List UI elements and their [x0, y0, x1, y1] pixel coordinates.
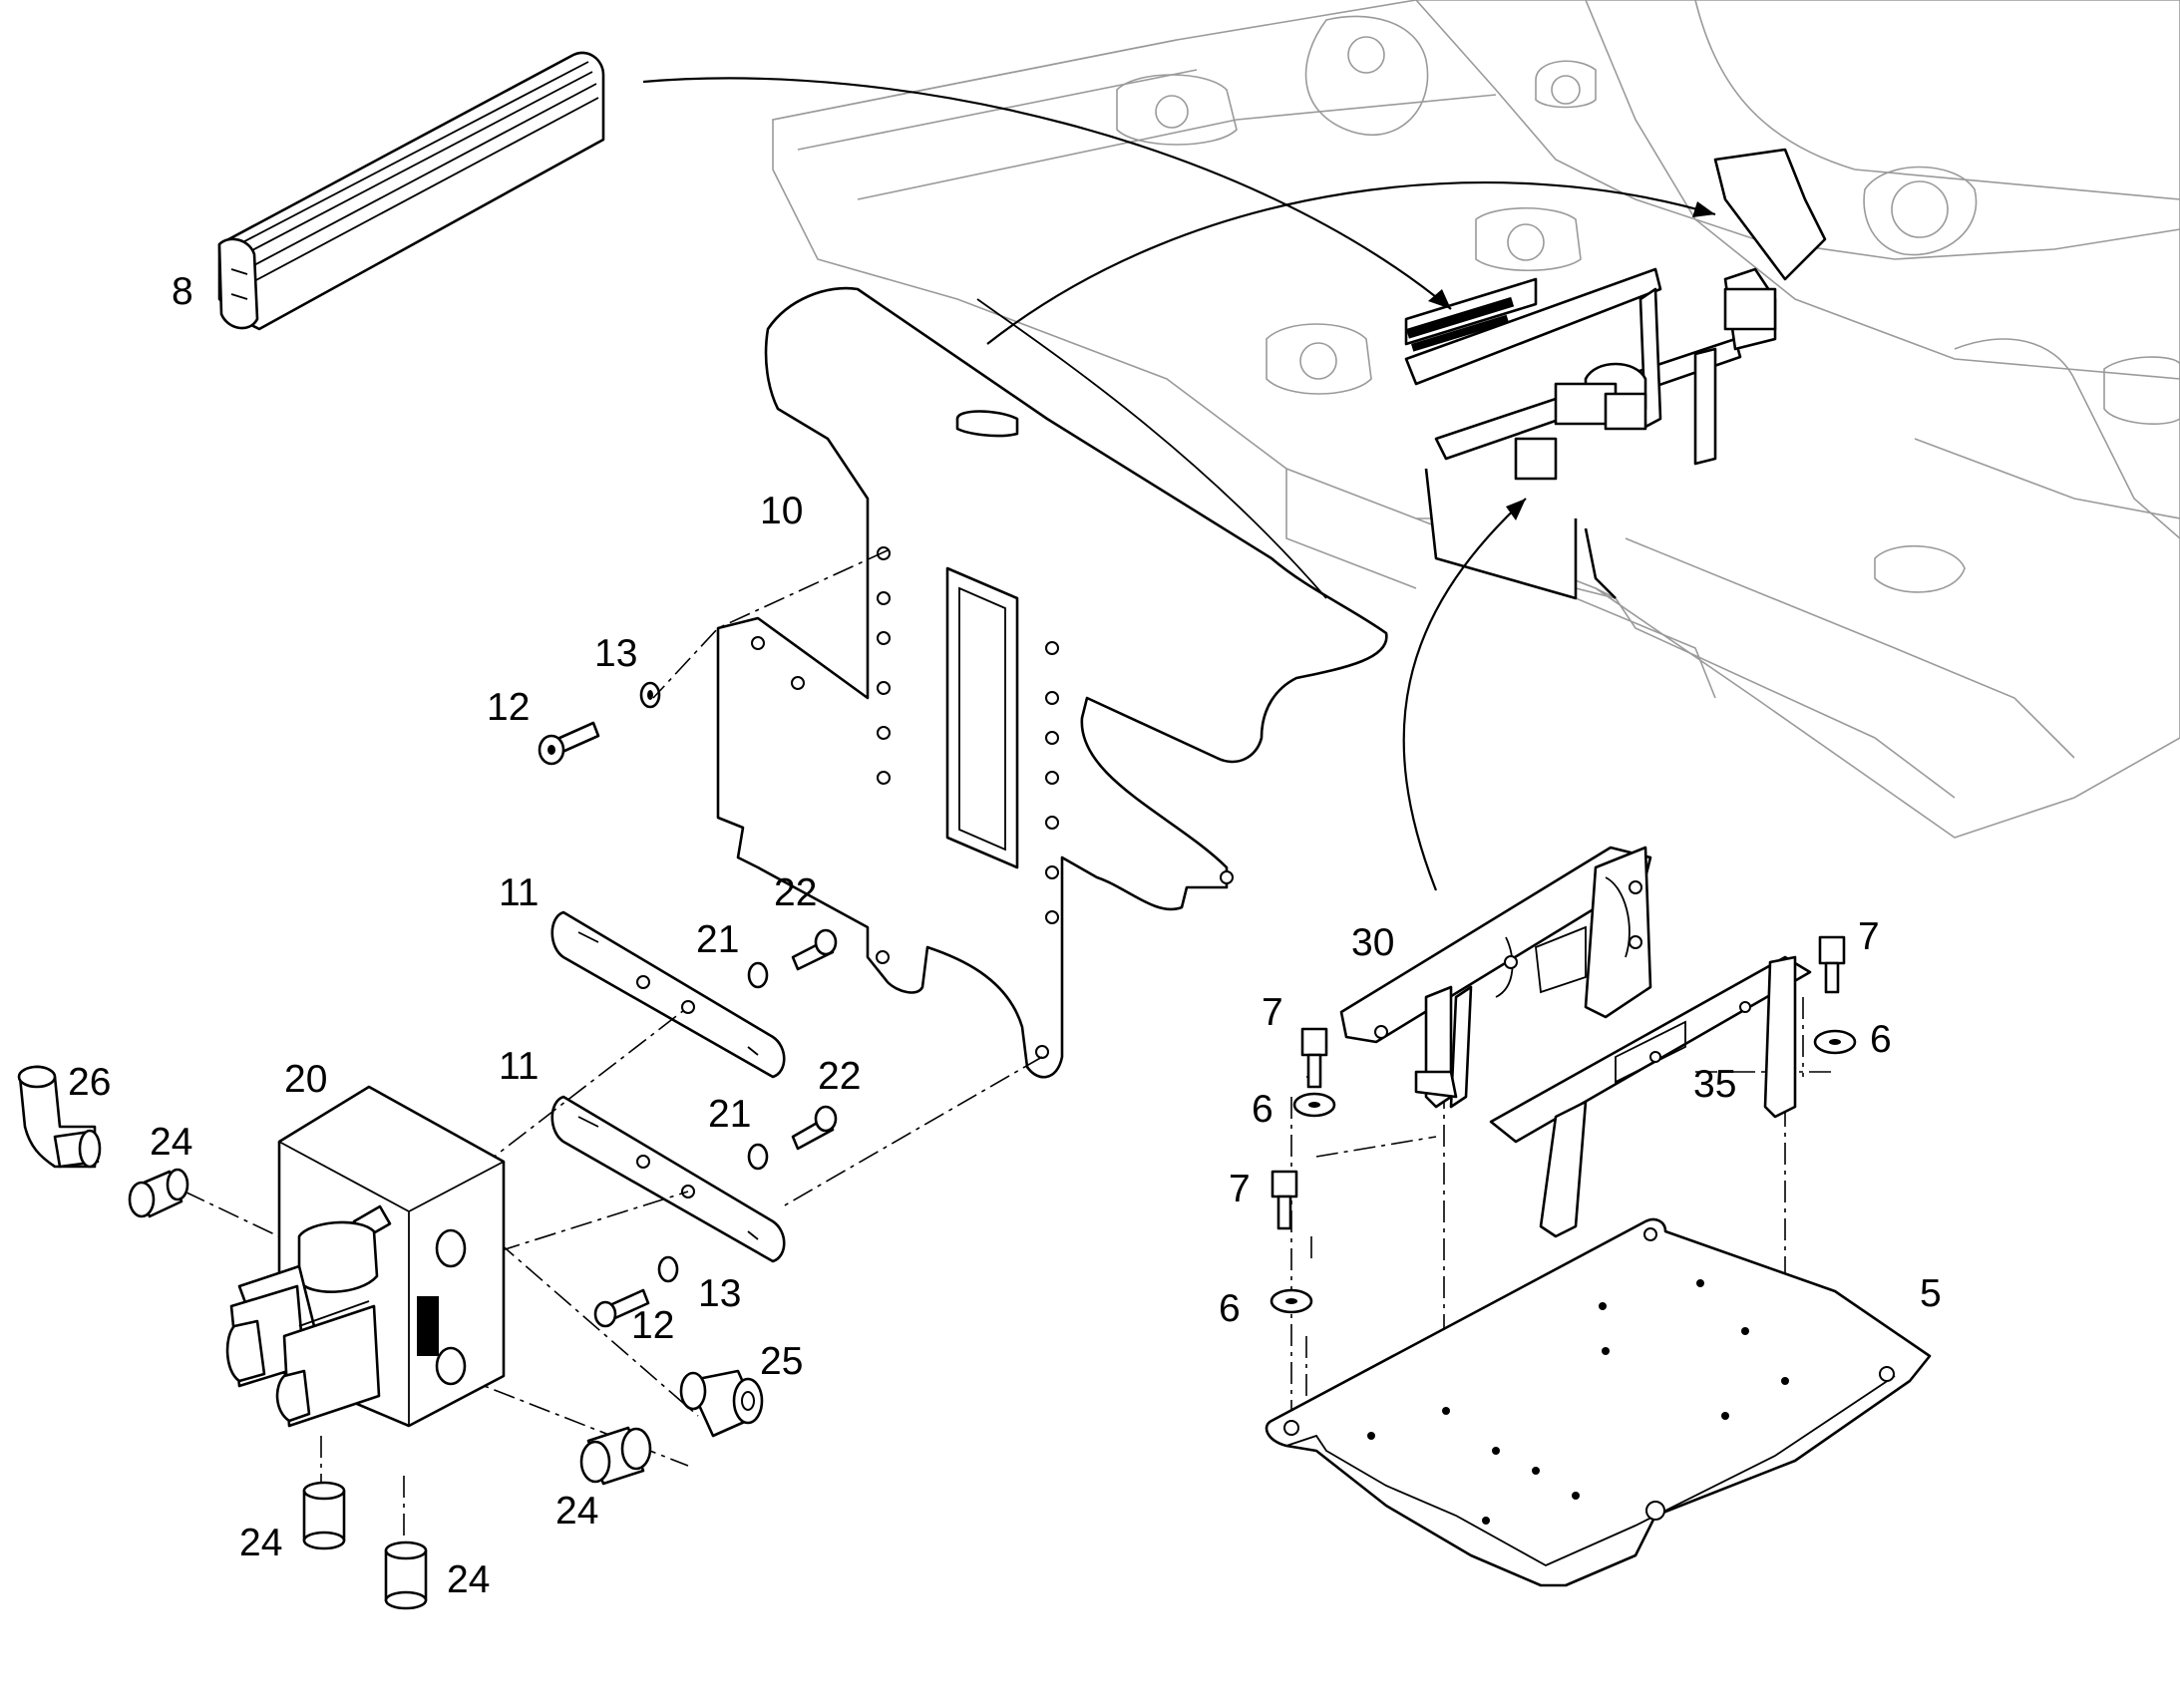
- callout-30: 30: [1351, 921, 1394, 964]
- callout-11: 11: [499, 1045, 540, 1088]
- washer-21-upper: [747, 961, 769, 989]
- bolt-7-lower: [1271, 1170, 1298, 1230]
- location-arrows: [642, 77, 1716, 891]
- machine-frame: [772, 0, 2180, 839]
- valve-block-part: [225, 1085, 506, 1428]
- washer-6-lower: [1270, 1288, 1313, 1314]
- callout-7: 7: [1262, 991, 1283, 1034]
- callout-13: 13: [594, 632, 637, 675]
- screw-22-lower: [791, 1105, 838, 1151]
- base-plate-5-part: [1265, 1217, 1932, 1587]
- straight-fitting-part: [679, 1369, 764, 1438]
- screw-12-upper: [538, 721, 600, 766]
- nipple-24-left: [128, 1168, 189, 1218]
- callout-6: 6: [1219, 1287, 1241, 1330]
- installed-valve-assembly: [1404, 148, 1827, 600]
- callout-8: 8: [172, 270, 193, 313]
- callout-21: 21: [708, 1093, 751, 1136]
- callout-12: 12: [487, 686, 530, 729]
- bolt-7-right: [1818, 935, 1846, 994]
- callout-24: 24: [239, 1522, 282, 1564]
- callout-22: 22: [774, 871, 817, 914]
- callout-24: 24: [555, 1490, 598, 1533]
- clamp-strip-11-lower: [550, 1095, 786, 1263]
- callout-12: 12: [631, 1304, 674, 1347]
- cover-plate-part: [716, 286, 1388, 1079]
- elbow-fitting-part: [17, 1065, 102, 1169]
- screw-22-upper: [791, 928, 838, 971]
- callout-21: 21: [696, 918, 739, 961]
- callout-11: 11: [499, 871, 540, 914]
- edge-trim-part: [217, 51, 605, 331]
- callout-7: 7: [1229, 1168, 1251, 1210]
- screw-12-lower: [593, 1288, 650, 1328]
- support-frame-35-part: [1489, 955, 1812, 1238]
- callout-5: 5: [1920, 1272, 1942, 1315]
- callout-6: 6: [1870, 1018, 1892, 1061]
- callout-6: 6: [1252, 1088, 1273, 1131]
- washer-13-lower: [657, 1255, 679, 1283]
- washer-13-upper: [639, 681, 661, 709]
- callout-10: 10: [760, 490, 803, 532]
- nipple-24-bottom-center: [384, 1540, 428, 1610]
- support-frame-30-part: [1339, 846, 1652, 1109]
- callout-25: 25: [760, 1340, 803, 1383]
- washer-21-lower: [747, 1143, 769, 1171]
- callout-24: 24: [150, 1121, 192, 1164]
- callout-22: 22: [818, 1055, 861, 1098]
- callout-20: 20: [284, 1058, 327, 1101]
- callout-labels: 5 6 6 6 7 7 7 8 10 11 11 12 12 13 13 20 …: [68, 270, 1942, 1601]
- callout-24: 24: [447, 1558, 490, 1601]
- nipple-24-bottom-left: [302, 1481, 346, 1550]
- callout-7: 7: [1858, 915, 1880, 958]
- callout-26: 26: [68, 1061, 111, 1104]
- callout-35: 35: [1693, 1063, 1736, 1106]
- washer-6-right: [1813, 1029, 1857, 1055]
- clamp-strip-11-upper: [550, 910, 786, 1079]
- callout-13: 13: [698, 1272, 741, 1315]
- bolt-7-upper-left: [1300, 1027, 1328, 1089]
- nipple-24-right: [579, 1426, 652, 1486]
- washer-6-upper-left: [1292, 1092, 1336, 1118]
